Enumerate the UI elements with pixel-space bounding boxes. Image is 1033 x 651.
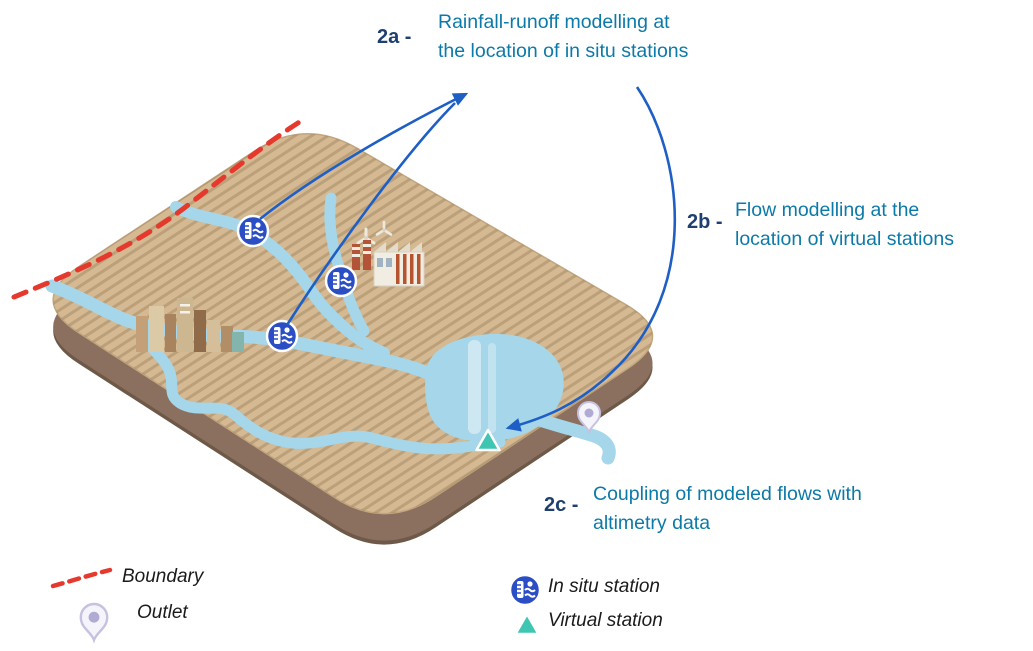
in-situ-station-icon [324, 264, 358, 298]
step-2b-line2: location of virtual stations [735, 228, 954, 250]
lake-highlight [468, 340, 481, 434]
outlet-pin-icon [79, 602, 109, 642]
city-buildings [136, 298, 244, 352]
step-2a-line1: Rainfall-runoff modelling at [438, 11, 670, 33]
step-2c-text: Coupling of modeled flows with altimetry… [593, 480, 862, 538]
legend-virtual-label: Virtual station [548, 610, 663, 631]
factory [352, 220, 425, 287]
boundary-line [11, 118, 304, 300]
factory-roof [374, 242, 422, 252]
lake-highlight [488, 343, 496, 433]
boundary-line-swatch [50, 567, 113, 589]
step-2a-text: Rainfall-runoff modelling at the locatio… [438, 8, 688, 66]
river-south-meander [134, 320, 506, 455]
step-2a-line2: the location of in situ stations [438, 40, 689, 62]
step-2b-text: Flow modelling at the location of virtua… [735, 196, 954, 254]
river-north-branch [170, 201, 390, 359]
lake [425, 333, 564, 442]
wind-turbine-icon [356, 227, 376, 245]
river-outflow [533, 413, 616, 465]
step-2b-line1: Flow modelling at the [735, 199, 920, 221]
arrow-2a [259, 92, 469, 326]
factory-siding [396, 254, 421, 284]
step-2c-prefix: 2c - [544, 494, 579, 516]
virtual-station-icon [514, 612, 540, 636]
wind-turbine-icon [375, 220, 393, 236]
step-2c-line2: altimetry data [593, 512, 711, 534]
legend-outlet-label: Outlet [137, 602, 188, 623]
step-2a-prefix: 2a - [377, 26, 412, 48]
arrow-2b [505, 86, 677, 432]
legend-in-situ-label: In situ station [548, 576, 660, 597]
in-situ-station-icon [508, 573, 542, 607]
in-situ-station-icon [236, 214, 270, 248]
in-situ-station-icon [265, 319, 299, 353]
step-2c-line1: Coupling of modeled flows with [593, 483, 862, 505]
step-2b-prefix: 2b - [687, 211, 723, 233]
chimney [352, 240, 371, 270]
legend-boundary-label: Boundary [122, 566, 204, 587]
